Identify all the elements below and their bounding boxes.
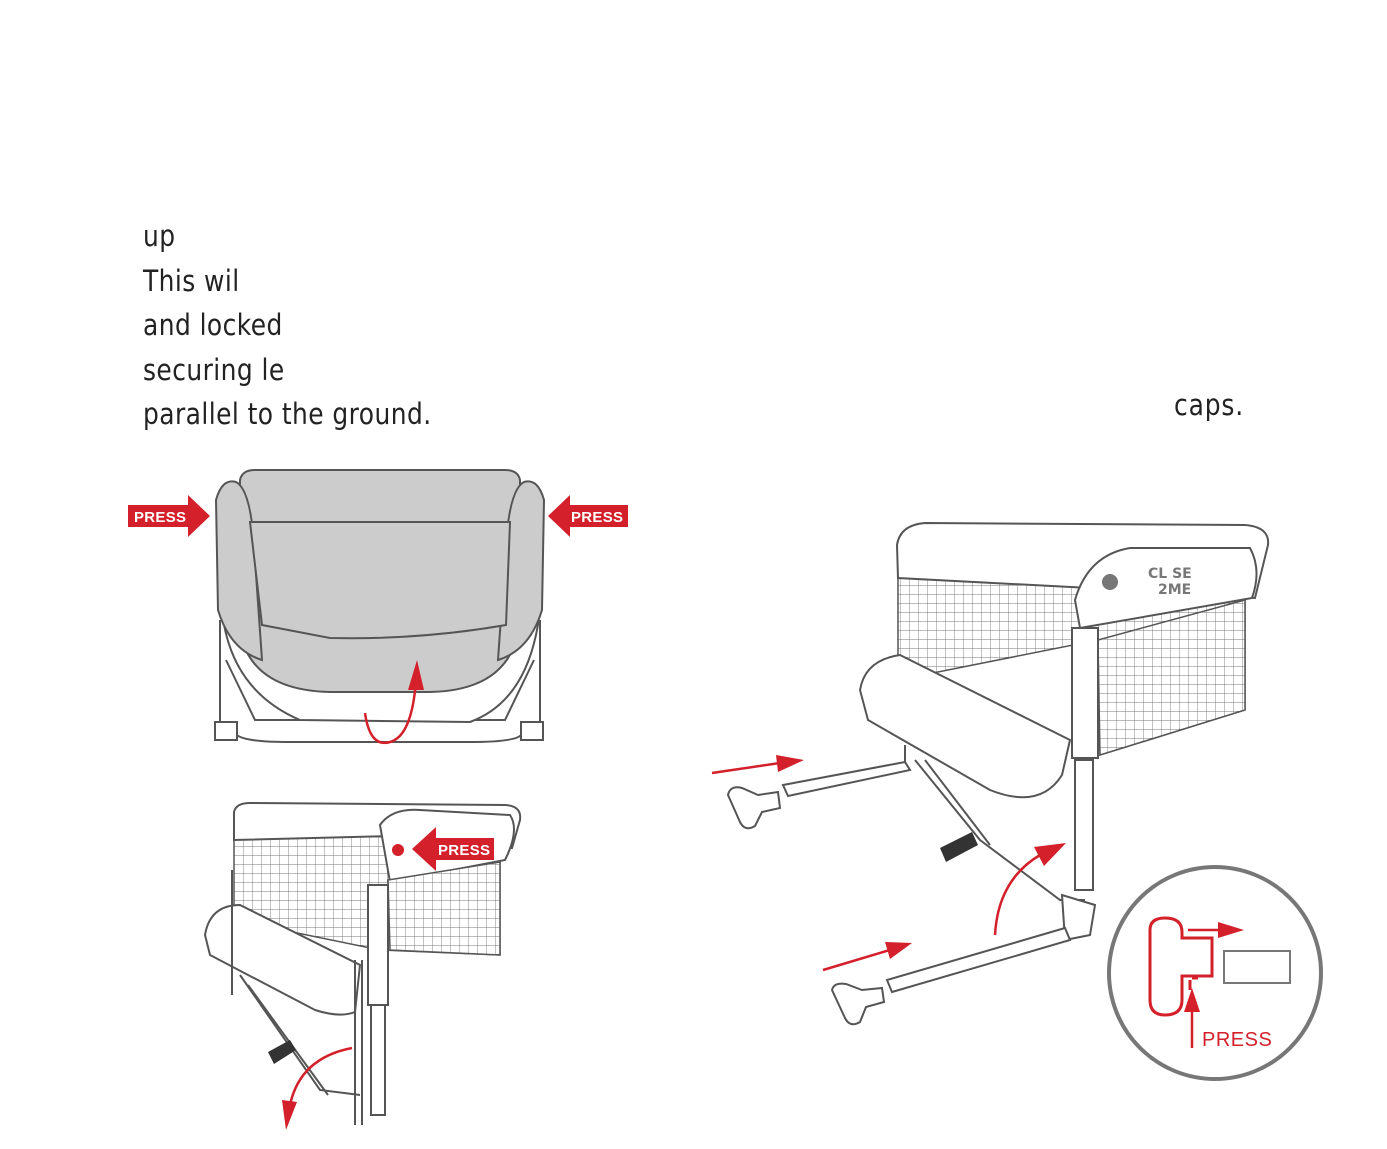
instruction-line-4: securing le: [143, 352, 285, 387]
press-arrow-left: PRESS: [128, 495, 210, 537]
instruction-right-fragment: caps.: [1174, 388, 1245, 422]
svg-text:PRESS: PRESS: [438, 842, 490, 859]
instruction-line-3: and locked: [143, 308, 283, 342]
svg-text:PRESS: PRESS: [134, 509, 186, 526]
detail-inset-endcap: PRESS: [1107, 865, 1323, 1081]
instruction-text: up This wil and locked securing le paral…: [143, 214, 432, 437]
figure-crib-front-view: PRESS PRESS: [128, 469, 628, 745]
svg-text:PRESS: PRESS: [571, 509, 623, 526]
press-arrow-endcap: PRESS: [412, 827, 494, 871]
instruction-line-5: parallel to the ground.: [143, 397, 432, 431]
instruction-line-2: This wil: [143, 263, 240, 298]
figure-crib-attach-feet: CL SE 2ME: [711, 521, 1270, 1026]
press-arrow-right: PRESS: [548, 495, 628, 537]
svg-text:2ME: 2ME: [1158, 582, 1191, 598]
close2me-logo: CL SE 2ME: [1148, 566, 1192, 598]
press-label-detail: PRESS: [1202, 1029, 1272, 1051]
figure-crib-fold-leg: PRESS: [203, 801, 522, 1130]
svg-text:CL SE: CL SE: [1148, 566, 1192, 582]
instruction-line-1: up: [143, 219, 176, 253]
